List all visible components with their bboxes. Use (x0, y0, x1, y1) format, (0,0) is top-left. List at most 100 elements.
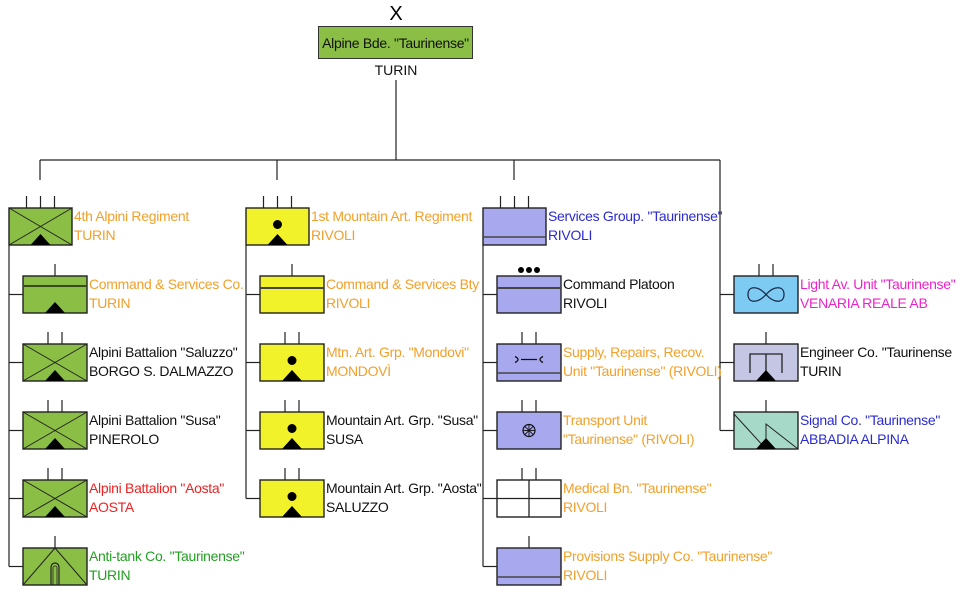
command-services-bty-symbol[interactable] (259, 264, 325, 314)
infantry-cross-icon (22, 411, 88, 450)
unit-name: Anti-tank Co. "Taurinense" (89, 548, 245, 564)
unit-name: Mtn. Art. Grp. "Mondovi" (326, 344, 469, 360)
mountain-art-grp-susa-symbol[interactable] (259, 400, 325, 450)
unit-name: Mountain Art. Grp. "Susa" (326, 412, 478, 428)
unit-location: RIVOLI (563, 295, 608, 311)
unit-name: 4th Alpini Regiment (74, 208, 189, 224)
unit-location: RIVOLI (311, 227, 356, 243)
unit-name: Engineer Co. "Taurinense (800, 344, 952, 360)
unit-name: Command & Services Co. (89, 276, 244, 292)
unit-location: TURIN (74, 227, 116, 243)
unit-name: Light Av. Unit "Taurinense" (800, 276, 956, 292)
mountain-icon (756, 370, 776, 381)
services-group-symbol[interactable] (482, 196, 547, 246)
echelon-dot (526, 267, 532, 273)
medical-bn-symbol[interactable] (496, 468, 562, 518)
aviation-rotor-icon (747, 287, 785, 302)
mountain-art-grp-susa-label: Mountain Art. Grp. "Susa" SUSA (326, 411, 478, 449)
anti-tank-co-symbol[interactable] (22, 536, 88, 586)
unit-name: Command Platoon (563, 276, 675, 292)
command-services-co-symbol[interactable] (22, 264, 88, 314)
transport-wheel-spoke (524, 425, 534, 436)
hq-unit-box[interactable]: Alpine Bde. "Taurinense" (318, 26, 473, 59)
artillery-dot-icon (287, 492, 297, 501)
command-platoon-symbol[interactable] (496, 267, 562, 314)
signal-co-label: Signal Co. "Taurinense"ABBADIA ALPINA (800, 411, 940, 449)
mountain-icon (282, 506, 302, 517)
echelon-dot (518, 267, 524, 273)
hq-echelon-marker: X (389, 3, 403, 25)
light-av-unit-symbol[interactable] (733, 264, 799, 314)
unit-location: Unit "Taurinense" (RIVOLI) (563, 363, 722, 379)
unit-frame (22, 547, 88, 586)
artillery-dot-icon (287, 356, 297, 365)
unit-name: Supply, Repairs, Recov. (563, 344, 705, 360)
mountain-icon (45, 370, 65, 381)
unit-name: Transport Unit (563, 412, 647, 428)
unit-name: Provisions Supply Co. "Taurinense" (563, 548, 773, 564)
transport-unit-symbol[interactable] (496, 400, 562, 450)
echelon-dot (534, 267, 540, 273)
mtn-art-grp-mondovi-symbol[interactable] (259, 332, 325, 382)
missile-icon (52, 565, 58, 585)
signal-lightning-icon (733, 413, 799, 451)
infantry-cross-icon (22, 479, 88, 518)
supply-repairs-recov-symbol[interactable] (496, 332, 562, 382)
alpini-bn-saluzzo-symbol[interactable] (22, 332, 88, 382)
unit-location: SUSA (326, 431, 363, 447)
infantry-cross-icon (8, 207, 73, 246)
unit-location: RIVOLI (548, 227, 593, 243)
unit-location: RIVOLI (326, 295, 371, 311)
unit-frame (496, 343, 562, 382)
provisions-supply-co-label: Provisions Supply Co. "Taurinense"RIVOLI (563, 547, 772, 585)
anti-tank-icon (22, 547, 56, 586)
artillery-dot-icon (273, 220, 282, 229)
infantry-cross-icon (22, 343, 88, 382)
signal-co-symbol[interactable] (733, 400, 799, 451)
unit-location: BORGO S. DALMAZZO (89, 363, 234, 379)
anti-tank-icon (54, 547, 88, 586)
4th-alpini-regiment-symbol[interactable] (8, 196, 73, 246)
unit-name: Alpini Battalion "Aosta" (89, 480, 225, 496)
unit-location: "Taurinense" (RIVOLI) (563, 431, 695, 447)
unit-location: VENARIA REALE AB (800, 295, 928, 311)
mtn-art-grp-mondovi-label: Mtn. Art. Grp. "Mondovi"MONDOVÌ (326, 343, 469, 381)
unit-name: Mountain Art. Grp. "Aosta" (326, 480, 482, 496)
unit-frame (259, 275, 325, 314)
unit-name: Alpini Battalion "Susa" (89, 412, 221, 428)
unit-location: TURIN (800, 363, 842, 379)
1st-mountain-art-regiment-symbol[interactable] (245, 196, 310, 246)
engineer-bridge-icon (749, 353, 783, 373)
alpini-bn-susa-symbol[interactable] (22, 400, 88, 450)
unit-name: 1st Mountain Art. Regiment (311, 208, 473, 224)
mountain-icon (30, 234, 51, 245)
unit-frame (482, 207, 547, 246)
alpini-bn-susa-label: Alpini Battalion "Susa" PINEROLO (89, 411, 221, 449)
transport-unit-label: Transport Unit "Taurinense" (RIVOLI) (563, 411, 695, 449)
unit-location: PINEROLO (89, 431, 159, 447)
alpini-bn-saluzzo-label: Alpini Battalion "Saluzzo"BORGO S. DALMA… (89, 343, 238, 381)
alpini-bn-aosta-symbol[interactable] (22, 468, 88, 518)
unit-location: AOSTA (89, 499, 134, 515)
mountain-icon (756, 438, 776, 449)
provisions-supply-co-symbol[interactable] (496, 536, 562, 586)
anti-tank-co-label: Anti-tank Co. "Taurinense"TURIN (89, 547, 245, 585)
unit-name: Services Group. "Taurinense" (548, 208, 723, 224)
unit-frame (733, 275, 799, 314)
unit-frame (496, 411, 562, 450)
mountain-art-grp-aosta-symbol[interactable] (259, 468, 325, 518)
medical-bn-label: Medical Bn. "Taurinense"RIVOLI (563, 479, 712, 517)
hq-unit-name: Alpine Bde. "Taurinense" (322, 34, 469, 51)
engineer-co-symbol[interactable] (733, 332, 799, 382)
alpini-bn-aosta-label: Alpini Battalion "Aosta" AOSTA (89, 479, 224, 517)
services-group-label: Services Group. "Taurinense" RIVOLI (548, 207, 723, 245)
mountain-icon (45, 302, 65, 313)
light-av-unit-label: Light Av. Unit "Taurinense" VENARIA REALE… (800, 275, 956, 313)
unit-location: ABBADIA ALPINA (800, 431, 909, 447)
unit-symbols (8, 196, 799, 586)
